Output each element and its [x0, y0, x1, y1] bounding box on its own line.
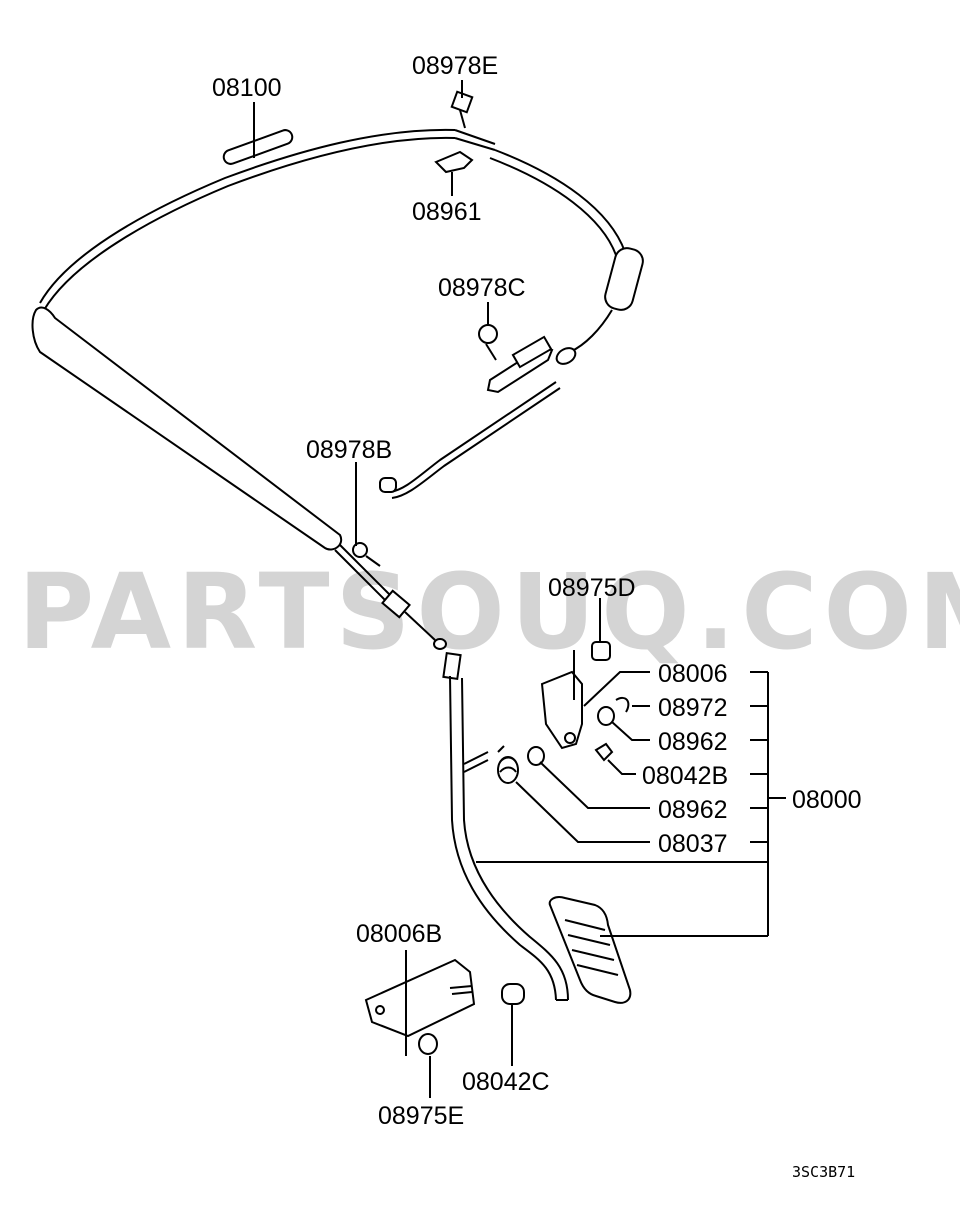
label-08962-upper: 08962 [658, 728, 728, 756]
bolt-08978E[interactable] [450, 90, 474, 129]
watermark: PARTSOUQ.COM [18, 551, 960, 673]
label-08000: 08000 [792, 786, 862, 814]
figure-code: 3SC3B71 [792, 1163, 855, 1181]
label-08978E: 08978E [412, 52, 498, 80]
label-08961: 08961 [412, 198, 482, 226]
clip-08972[interactable] [615, 696, 630, 713]
accelerator-pedal-assembly[interactable] [442, 652, 632, 1004]
accelerator-cable[interactable] [31, 128, 646, 650]
label-08978C: 08978C [438, 274, 526, 302]
bolt-08978C[interactable] [478, 324, 498, 361]
label-08975E: 08975E [378, 1102, 464, 1130]
label-08962-lower: 08962 [658, 796, 728, 824]
bushing-08962-right[interactable] [597, 706, 615, 726]
label-08037: 08037 [658, 830, 728, 858]
bracket-08006B[interactable] [364, 958, 476, 1038]
part-labels: 08100 08978E 08961 08978C 08978B 08975D … [212, 52, 862, 1130]
label-08978B: 08978B [306, 436, 392, 464]
cable-clip-08961[interactable] [434, 129, 496, 174]
label-08975D: 08975D [548, 574, 636, 602]
label-08100: 08100 [212, 74, 282, 102]
label-08006: 08006 [658, 660, 728, 688]
stopper-08042C[interactable] [501, 983, 525, 1005]
nut-08975E[interactable] [418, 1033, 438, 1055]
cable-bracket[interactable] [486, 335, 578, 394]
leader-lines [253, 80, 786, 1098]
bushing-08962-left[interactable] [527, 746, 545, 766]
stopper-08042B[interactable] [594, 742, 614, 762]
label-08972: 08972 [658, 694, 728, 722]
spring-08037[interactable] [497, 745, 519, 784]
label-08006B: 08006B [356, 920, 442, 948]
label-08042B: 08042B [642, 762, 728, 790]
bolt-08978B[interactable] [352, 542, 381, 567]
pedal-bracket-08006[interactable] [540, 670, 583, 750]
nut-08975D[interactable] [591, 641, 611, 661]
label-08042C: 08042C [462, 1068, 550, 1096]
